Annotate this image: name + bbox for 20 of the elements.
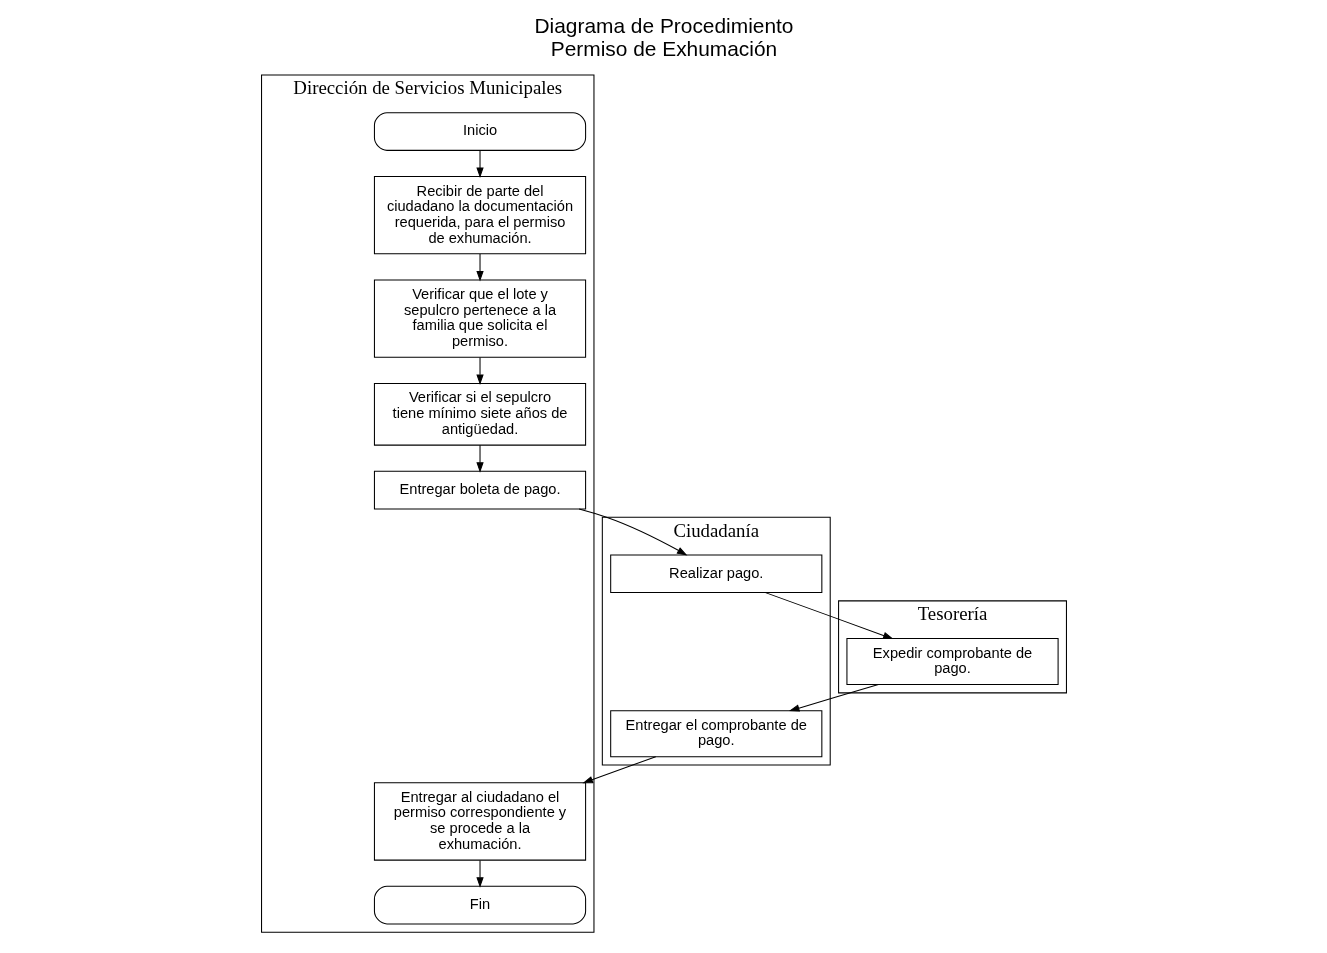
arrow	[578, 508, 687, 556]
node-box: Realizar pago.	[609, 554, 822, 594]
arrow	[475, 859, 484, 888]
node-box: Entregar el comprobante de pago.	[609, 710, 822, 758]
node-box: Verificar si el sepulcro tiene mínimo siete años de antigüedad.	[373, 382, 586, 446]
arrow	[788, 684, 879, 712]
diagram-title: Diagrama de Procedimiento Permiso de Exhumación	[534, 14, 793, 61]
arrow	[475, 444, 484, 473]
node-box: Entregar al ciudadano el permiso correspondiente y se procede a la exhumación.	[373, 782, 586, 861]
node-box: Expedir comprobante de pago.	[845, 638, 1059, 686]
node-box: Entregar boleta de pago.	[373, 470, 586, 510]
arrow	[475, 253, 484, 282]
node-box: Inicio	[373, 112, 586, 151]
arrow	[764, 592, 893, 640]
arrow	[475, 356, 484, 385]
node-box: Fin	[373, 885, 586, 925]
arrow	[475, 150, 484, 178]
node-box: Verificar que el lote y sepulcro pertenece a la familia que solicita el permiso.	[373, 279, 586, 358]
arrow	[581, 756, 656, 784]
node-box: Recibir de parte del ciudadano la documentación requerida, para el permiso de exhumación.	[373, 175, 586, 255]
